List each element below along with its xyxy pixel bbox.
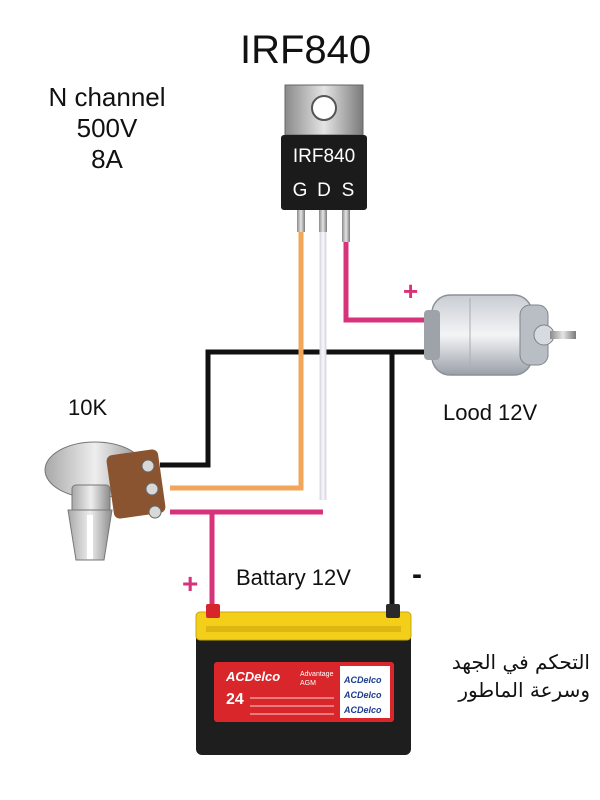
battery-positive-sign: + xyxy=(182,568,199,599)
battery-group-number: 24 xyxy=(226,691,244,708)
mosfet-mounting-hole xyxy=(311,95,337,121)
mosfet-body xyxy=(281,135,367,210)
motor-can xyxy=(431,294,533,376)
battery-brand-logo: ACDelco xyxy=(225,669,280,684)
spec-current: 8A xyxy=(91,144,123,174)
battery-side-logo-1: ACDelco xyxy=(343,675,382,685)
battery-label: Battary 12V xyxy=(236,565,351,590)
battery-label-white xyxy=(340,666,390,718)
spec-voltage: 500V xyxy=(76,113,138,143)
battery-terminal-negative xyxy=(386,604,400,618)
battery-tag-2: AGM xyxy=(300,680,316,687)
caption-line-1: التحكم في الجهد xyxy=(451,650,590,674)
pot-shaft-slot xyxy=(87,515,93,559)
mosfet-part-label: IRF840 xyxy=(293,146,355,167)
pot-pin-2 xyxy=(145,482,159,496)
pot-bushing xyxy=(71,484,111,514)
mosfet-pin-s: S xyxy=(342,180,355,201)
drain-wire xyxy=(343,240,440,323)
potentiometer-label: 10K xyxy=(68,395,108,420)
pot-pin-1 xyxy=(141,459,155,473)
spec-channel: N channel xyxy=(48,82,166,112)
battery-side-logo-3: ACDelco xyxy=(343,705,382,715)
mosfet-irf840: IRF840 G D S xyxy=(281,84,367,242)
dc-motor xyxy=(424,294,576,376)
mosfet-pin-g: G xyxy=(293,180,308,201)
mosfet-leg-drain xyxy=(319,210,327,232)
battery-lid-ridge xyxy=(206,626,401,632)
diagram-title: IRF840 xyxy=(240,28,372,72)
pot-pin-3 xyxy=(148,505,162,519)
motor-positive-sign: + xyxy=(403,276,419,306)
battery-tag: Advantage xyxy=(300,671,334,678)
load-label: Lood 12V xyxy=(443,400,538,425)
potentiometer xyxy=(44,441,166,561)
battery-side-logo-2: ACDelco xyxy=(343,690,382,700)
mosfet-pin-d: D xyxy=(317,180,331,201)
ground-wire xyxy=(160,349,430,468)
battery: ACDelco Advantage AGM 24 ACDelco ACDelco… xyxy=(195,604,412,755)
mosfet-leg-gate xyxy=(297,210,305,232)
negative-sign: - xyxy=(412,558,422,591)
mosfet-leg-source xyxy=(342,210,350,242)
mosfet-specs: N channel 500V 8A xyxy=(22,82,192,175)
motor-rear-cap xyxy=(424,310,440,360)
arabic-caption: التحكم في الجهد وسرعة الماطور xyxy=(410,648,590,704)
motor-shaft xyxy=(550,331,576,339)
battery-terminal-positive xyxy=(206,604,220,618)
caption-line-2: وسرعة الماطور xyxy=(458,678,590,702)
gate-wire xyxy=(170,228,304,491)
